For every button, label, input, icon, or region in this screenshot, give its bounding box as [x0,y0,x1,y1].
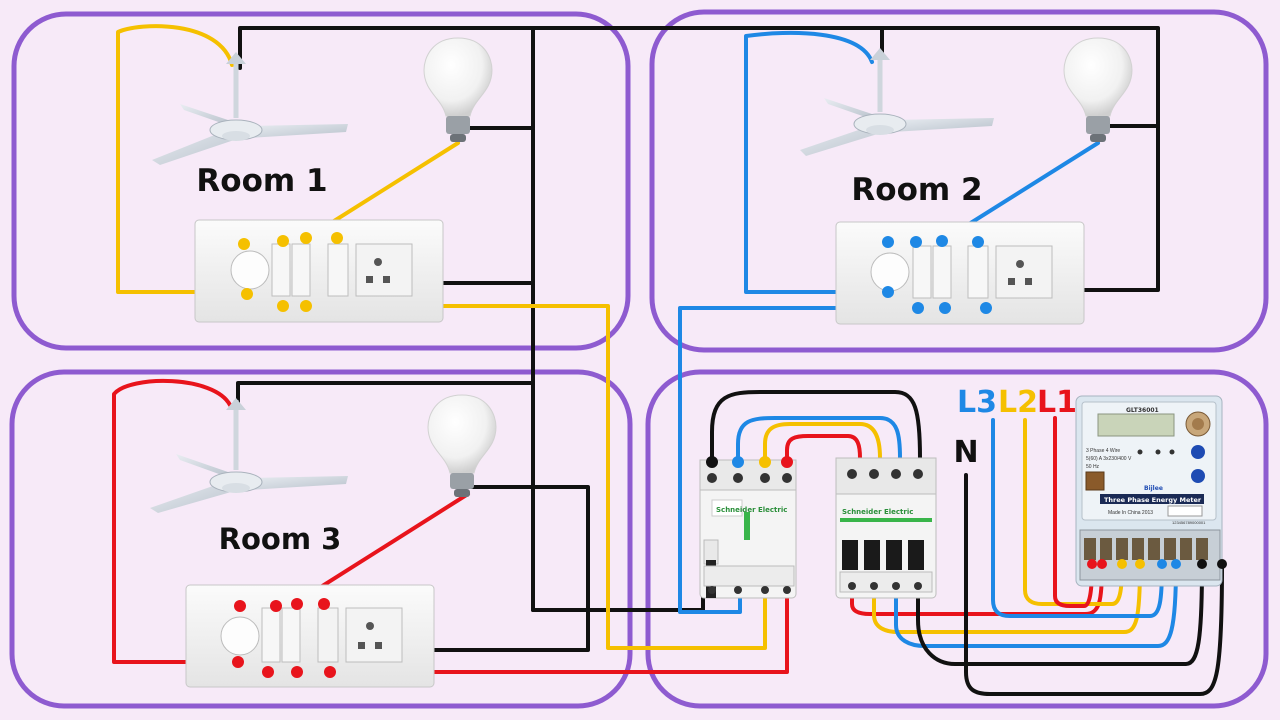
rccb-top-terminals [706,456,793,468]
room3-fan-wire [112,378,240,664]
meter-origin: Made In China 2013 [1108,510,1153,516]
phase-l2-label: L2 [998,385,1038,420]
supply-n [964,473,1224,696]
room3-feed [266,582,789,674]
room1-border [11,11,631,351]
link-red [785,434,862,464]
link-yellow [763,422,882,464]
supply-l1 [1053,416,1094,608]
neutral-room3-fan [236,381,535,407]
rccb-brand-text: Schneider Electric [716,506,787,514]
link-blue [736,416,902,464]
room1-fan-wire [116,24,249,294]
room1-bulb [423,37,493,142]
room3-fan [150,398,348,513]
meter-model: GLT36001 [1126,407,1159,414]
room3-bulb-wire [295,492,470,604]
room3-switchboard [185,584,435,688]
mcb-black-out [916,563,1204,666]
neutral-room1-fan [238,26,1160,292]
meter-brand: Bijlee [1144,485,1163,492]
room1-switchboard [194,219,444,323]
room1-feed [266,304,767,650]
meter-spec-3: 50 Hz [1086,464,1100,470]
room2-fan [800,48,994,156]
meter-spec-2: 5(60) A 3x230/400 V [1086,456,1132,462]
room-borders [9,9,1269,709]
room2-feed [678,306,920,614]
room2-fan-wire [744,30,890,294]
phase-l3-label: L3 [957,385,997,420]
mcb-red-out [850,563,1104,616]
mcb-bank: Schneider Electric [835,457,937,599]
room3-bulb [427,394,497,497]
supply-l3 [991,418,1164,618]
panel-border [645,369,1269,709]
meter-terminal-dots [1087,559,1227,569]
mcb-brand-text: Schneider Electric [842,508,913,516]
phase-l1-label: L1 [1037,385,1077,420]
room1-fan [152,52,348,165]
energy-meter: GLT36001 3 Phase 4 Wire 5(60) A 3x230/40… [1075,395,1223,587]
room2-switchboard [835,221,1085,325]
room2-terminals [882,235,992,314]
neutral-room3-bulb [368,485,590,652]
neutral-to-rccb [531,578,705,612]
room1-label: Room 1 [196,163,327,199]
room3-label: Room 3 [219,522,342,556]
meter-serial: 123456789000001 [1172,520,1206,525]
mcb-blue-out [894,563,1178,648]
meter-title: Three Phase Energy Meter [1104,496,1202,504]
room2-label: Room 2 [851,172,982,208]
room1-terminals [238,232,343,312]
mcb-yellow-out [872,563,1142,634]
meter-spec-1: 3 Phase 4 Wire [1086,448,1120,454]
room3-border [9,369,633,709]
room2-border [649,9,1269,353]
rccb: Schneider Electric [699,459,797,599]
room3-terminals [232,598,336,678]
link-black [710,390,922,464]
room2-bulb [1063,37,1133,142]
phase-n-label: N [953,435,978,470]
